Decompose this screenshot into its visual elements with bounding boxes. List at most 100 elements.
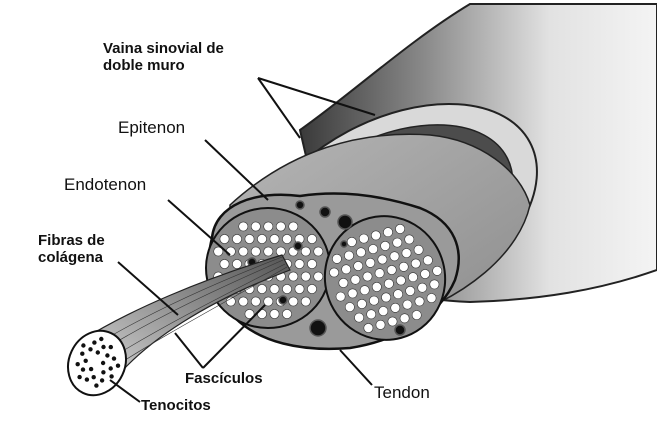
fascicle-cell bbox=[264, 247, 273, 256]
tenocyte-dot bbox=[76, 362, 80, 366]
fascicle-cell bbox=[430, 280, 439, 289]
tenocyte-dot bbox=[101, 345, 105, 349]
fascicle-cell bbox=[348, 289, 357, 298]
fascicle-cell bbox=[251, 297, 260, 306]
fascicle-cell bbox=[400, 314, 409, 323]
vessel-dot bbox=[341, 241, 347, 247]
fascicle-cell bbox=[330, 268, 339, 277]
fascicle-cell bbox=[232, 259, 241, 268]
fascicle-cell bbox=[257, 234, 266, 243]
label-sheath-line1: Vaina sinovial de bbox=[103, 40, 224, 57]
fascicle-cell bbox=[421, 269, 430, 278]
tenocyte-dot bbox=[100, 378, 104, 382]
fascicle-cell bbox=[251, 222, 260, 231]
fascicle-cell bbox=[345, 303, 354, 312]
fascicle-cell bbox=[391, 303, 400, 312]
fascicle-cell bbox=[342, 265, 351, 274]
tenocyte-dot bbox=[101, 370, 105, 374]
tenocyte-dot bbox=[105, 353, 109, 357]
fascicle-cell bbox=[371, 231, 380, 240]
fascicle-cell bbox=[270, 234, 279, 243]
label-sheath-line2: doble muro bbox=[103, 57, 224, 74]
fascicle-cell bbox=[270, 284, 279, 293]
tenocyte-dot bbox=[92, 375, 96, 379]
fascicle-cell bbox=[220, 234, 229, 243]
label-synovial-sheath: Vaina sinovial de doble muro bbox=[103, 40, 224, 75]
fascicle-cell bbox=[379, 307, 388, 316]
fascicle-cell bbox=[354, 261, 363, 270]
tenocyte-dot bbox=[84, 359, 88, 363]
tenocyte-dot bbox=[109, 345, 113, 349]
fascicle-cell bbox=[393, 238, 402, 247]
fascicle-cell bbox=[344, 251, 353, 260]
fascicle-cell bbox=[433, 266, 442, 275]
fascicle-cell bbox=[356, 248, 365, 257]
fascicle-cell bbox=[367, 310, 376, 319]
fascicle-cell bbox=[360, 286, 369, 295]
fascicle-cell bbox=[239, 247, 248, 256]
fascicle-cell bbox=[382, 293, 391, 302]
fascicle-cell bbox=[332, 254, 341, 263]
fascicle-cell bbox=[406, 286, 415, 295]
fascicle-cell bbox=[239, 297, 248, 306]
fascicle-cell bbox=[282, 309, 291, 318]
fascicle-cell bbox=[355, 313, 364, 322]
vessel-dot bbox=[310, 320, 326, 336]
fascicle-cell bbox=[289, 222, 298, 231]
fascicle-cell bbox=[295, 284, 304, 293]
vessel-dot bbox=[338, 215, 352, 229]
fascicle-cell bbox=[383, 228, 392, 237]
fascicle-cell bbox=[408, 273, 417, 282]
fascicle-cell bbox=[405, 235, 414, 244]
fascicle-cell bbox=[347, 237, 356, 246]
fascicle-cell bbox=[396, 276, 405, 285]
label-fascicles: Fascículos bbox=[185, 370, 263, 387]
fascicle-cell bbox=[402, 249, 411, 258]
fascicle-cell bbox=[220, 259, 229, 268]
fascicle-cell bbox=[339, 278, 348, 287]
fascicle-cell bbox=[411, 259, 420, 268]
fascicle-cell bbox=[412, 311, 421, 320]
fascicle-cell bbox=[276, 222, 285, 231]
fascicle-cell bbox=[264, 222, 273, 231]
tenocyte-dot bbox=[96, 350, 100, 354]
vessel-dot bbox=[279, 296, 287, 304]
leader-tendon bbox=[340, 350, 372, 385]
fascicle-cell bbox=[295, 259, 304, 268]
fascicle-cell bbox=[359, 234, 368, 243]
fascicle-cell bbox=[314, 272, 323, 281]
fascicle-cell bbox=[232, 234, 241, 243]
fascicle-cell bbox=[301, 247, 310, 256]
fascicle-cell bbox=[351, 275, 360, 284]
vessel-dot bbox=[320, 207, 330, 217]
fascicle-cell bbox=[282, 234, 291, 243]
fascicle-cell bbox=[307, 259, 316, 268]
vessel-dot bbox=[296, 201, 304, 209]
fascicle-cell bbox=[301, 272, 310, 281]
fascicle-cell bbox=[257, 284, 266, 293]
fascicle-cell bbox=[289, 297, 298, 306]
leader-epitenon bbox=[205, 140, 268, 200]
tenocyte-dot bbox=[94, 383, 98, 387]
vessel-dot bbox=[294, 242, 302, 250]
tenocyte-dot bbox=[101, 361, 105, 365]
tenocyte-dot bbox=[116, 364, 120, 368]
fascicle-cell bbox=[289, 272, 298, 281]
fascicle-cell bbox=[369, 296, 378, 305]
fascicle-cell bbox=[372, 282, 381, 291]
leader-fascicle-a bbox=[175, 333, 203, 368]
fascicle-cell bbox=[418, 283, 427, 292]
fascicle-cell bbox=[282, 284, 291, 293]
fascicle-cell bbox=[251, 247, 260, 256]
fascicle-cell bbox=[390, 252, 399, 261]
fascicle-cell bbox=[307, 284, 316, 293]
tenocyte-dot bbox=[88, 347, 92, 351]
vessel-dot bbox=[395, 325, 405, 335]
fascicle-cell bbox=[270, 309, 279, 318]
fascicle-cell bbox=[301, 297, 310, 306]
fascicle-cell bbox=[414, 245, 423, 254]
tenocyte-dot bbox=[112, 356, 116, 360]
fascicle-cell bbox=[264, 297, 273, 306]
